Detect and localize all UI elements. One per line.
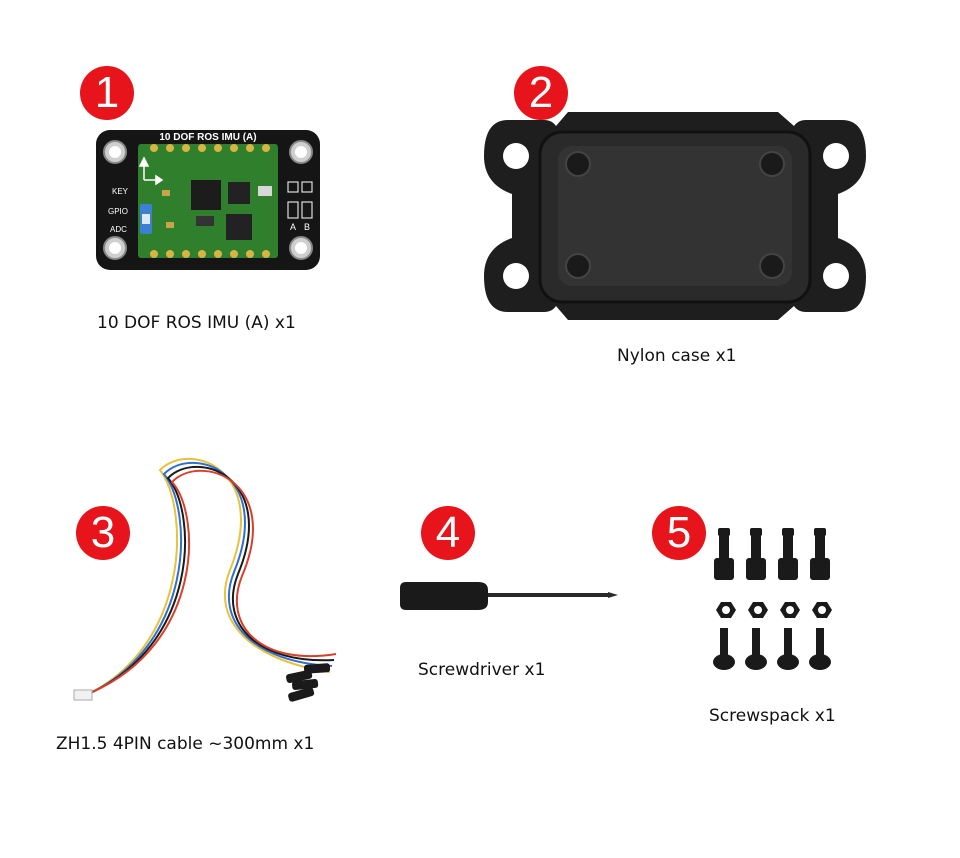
item-4-caption: Screwdriver x1: [418, 660, 546, 680]
item-1-caption: 10 DOF ROS IMU (A) x1: [97, 313, 296, 333]
item-2-number-badge: 2: [514, 66, 568, 120]
board-label-gpio: GPIO: [108, 207, 128, 216]
item-2-caption: Nylon case x1: [617, 346, 737, 366]
board-label-adc: ADC: [110, 225, 127, 234]
item-1-number-badge: 1: [80, 66, 134, 120]
nylon-case-image: [484, 112, 866, 320]
item-5-caption: Screwspack x1: [709, 706, 836, 726]
cable-image: [73, 457, 337, 702]
item-3-caption: ZH1.5 4PIN cable ~300mm x1: [56, 734, 315, 754]
screws-pack-image: [713, 528, 832, 670]
item-3-number-badge: 3: [76, 506, 130, 560]
board-label-b: B: [304, 222, 310, 232]
item-5-number-badge: 5: [652, 506, 706, 560]
board-label-a: A: [290, 222, 296, 232]
imu-board-image: 10 DOF ROS IMU (A) KEY GPIO ADC A B: [96, 130, 320, 270]
screwdriver-image: [400, 582, 618, 610]
board-title-label: 10 DOF ROS IMU (A): [159, 132, 256, 143]
item-4-number-badge: 4: [421, 506, 475, 560]
board-label-key: KEY: [112, 187, 129, 196]
